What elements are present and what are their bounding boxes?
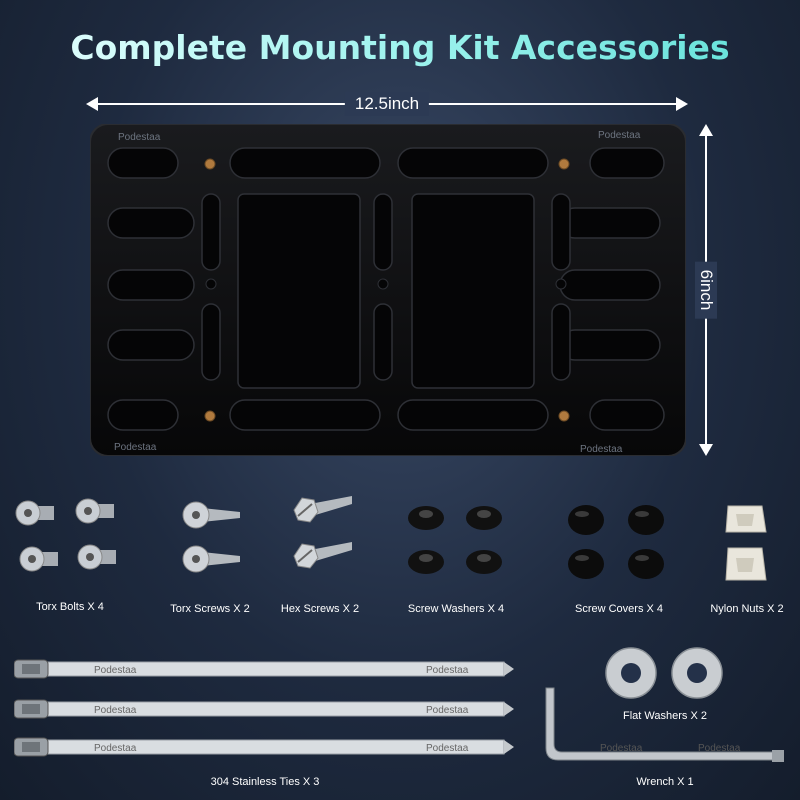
screw-washer-icon <box>408 550 444 574</box>
nylon-nuts-group <box>725 505 767 581</box>
height-label: 6inch <box>695 261 717 319</box>
torx-bolt-icon <box>75 498 114 524</box>
plate-brand-text: Podestaa <box>598 130 641 141</box>
plate-brand-text: Podestaa <box>118 132 161 143</box>
screw-washer-icon <box>466 506 502 530</box>
nylon-nut-icon <box>725 505 767 533</box>
nylon-nuts-label: Nylon Nuts X 2 <box>710 603 784 615</box>
torx-screw-icon <box>182 501 240 529</box>
screw-washer-icon <box>466 550 502 574</box>
torx-bolt-icon <box>19 546 58 572</box>
width-dimension: 12.5inch <box>86 92 688 116</box>
stainless-ties-label: 304 Stainless Ties X 3 <box>210 776 320 788</box>
hex-screws-group <box>293 496 352 569</box>
arrow-right-icon <box>676 97 688 111</box>
height-dimension: 6inch <box>694 124 718 456</box>
torx-wrench-icon: Podestaa Podestaa <box>545 687 784 762</box>
screw-covers-label: Screw Covers X 4 <box>574 603 664 615</box>
stainless-tie-icon: Podestaa Podestaa <box>14 699 514 719</box>
tie-brand-text: Podestaa <box>426 743 469 754</box>
plate-brand-text: Podestaa <box>580 444 623 455</box>
tie-brand-text: Podestaa <box>94 743 137 754</box>
hex-screws-label: Hex Screws X 2 <box>280 603 360 615</box>
torx-screws-label: Torx Screws X 2 <box>170 603 250 615</box>
page-title: Complete Mounting Kit Accessories <box>0 28 800 67</box>
hex-screw-icon <box>293 496 352 523</box>
arrow-up-icon <box>699 124 713 136</box>
torx-screw-icon <box>182 545 240 573</box>
flat-washer-icon <box>605 647 657 699</box>
width-label: 12.5inch <box>344 92 430 116</box>
tie-brand-text: Podestaa <box>426 705 469 716</box>
wrench-brand-text: Podestaa <box>600 743 643 754</box>
license-plate-bracket: Podestaa Podestaa Podestaa Podestaa <box>90 124 686 456</box>
torx-bolts-label: Torx Bolts X 4 <box>36 601 104 613</box>
flat-washers-label: Flat Washers X 2 <box>623 710 707 722</box>
tie-brand-text: Podestaa <box>94 665 137 676</box>
plate-brand-text: Podestaa <box>114 442 157 453</box>
wrench-label: Wrench X 1 <box>636 776 694 788</box>
wrench-brand-text: Podestaa <box>698 743 741 754</box>
flat-washer-icon <box>671 647 723 699</box>
screw-covers-group <box>568 505 664 579</box>
torx-bolts-group <box>15 498 116 572</box>
stainless-tie-icon: Podestaa Podestaa <box>14 659 514 679</box>
arrow-left-icon <box>86 97 98 111</box>
stainless-tie-icon: Podestaa Podestaa <box>14 737 514 757</box>
tie-brand-text: Podestaa <box>94 705 137 716</box>
torx-bolt-icon <box>77 544 116 570</box>
screw-cover-icon <box>568 549 604 579</box>
screw-cover-icon <box>568 505 604 535</box>
screw-washer-icon <box>408 506 444 530</box>
arrow-down-icon <box>699 444 713 456</box>
screw-cover-icon <box>628 549 664 579</box>
nylon-nut-icon <box>725 547 767 581</box>
screw-cover-icon <box>628 505 664 535</box>
torx-screws-group <box>182 501 240 573</box>
tie-brand-text: Podestaa <box>426 665 469 676</box>
torx-bolt-icon <box>15 500 54 526</box>
screw-washers-label: Screw Washers X 4 <box>407 603 505 615</box>
hex-screw-icon <box>293 542 352 569</box>
screw-washers-group <box>408 506 502 574</box>
